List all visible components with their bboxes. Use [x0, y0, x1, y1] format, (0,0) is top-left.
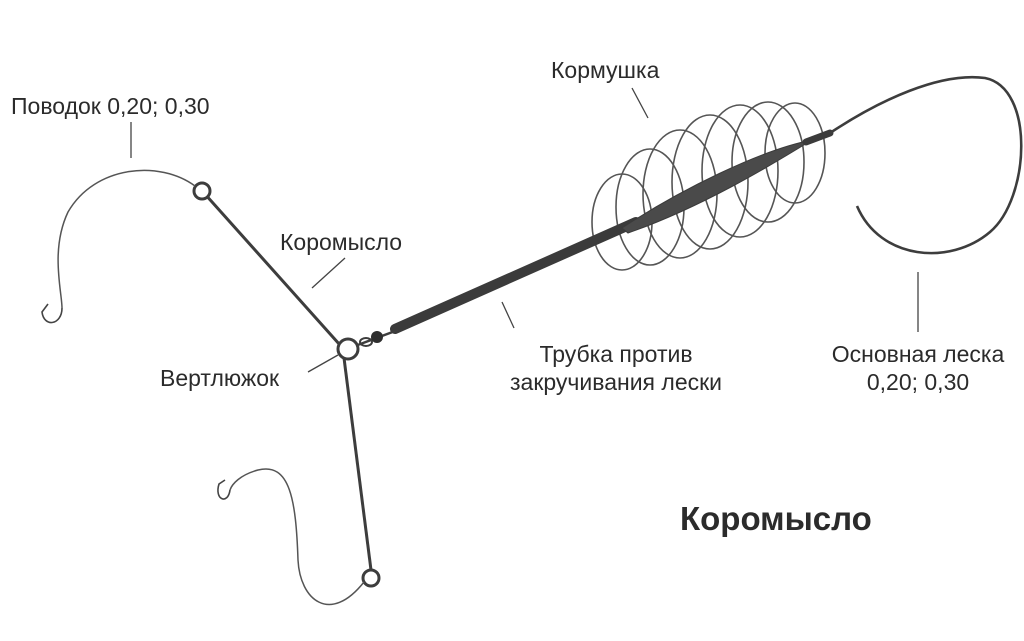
tube-label-line1: Трубка против [539, 341, 693, 367]
main-line [829, 75, 1023, 255]
rocker-bottom-ring [361, 568, 381, 588]
swivel-label: Вертлюжок [160, 365, 280, 391]
main-line-label-line1: Основная леска [831, 341, 1005, 367]
leader-label: Поводок 0,20; 0,30 [11, 93, 210, 119]
main-line-label-line2: 0,20; 0,30 [866, 369, 970, 395]
swivel-bead [371, 331, 383, 343]
lower-leader [229, 468, 365, 606]
rocker-center-ring [336, 337, 360, 361]
upper-leader [57, 169, 196, 309]
rocker-top-ring [192, 181, 212, 201]
feeder-label: Кормушка [551, 57, 660, 83]
swivel-ring [359, 337, 373, 347]
rocker-lower-arm [342, 357, 373, 571]
rocker-upper-arm [202, 191, 342, 347]
upper-hook [41, 303, 63, 324]
anti-tangle-tube [390, 217, 641, 334]
lower-hook [217, 479, 231, 500]
main-line-label: Основная леска 0,20; 0,30 [808, 340, 1024, 396]
diagram-title: Коромысло [680, 500, 872, 537]
label-pointers [130, 87, 919, 373]
tube-label: Трубка против закручивания лески [466, 340, 766, 396]
tube-label-line2: закручивания лески [509, 369, 723, 395]
rocker-label: Коромысло [280, 229, 403, 255]
